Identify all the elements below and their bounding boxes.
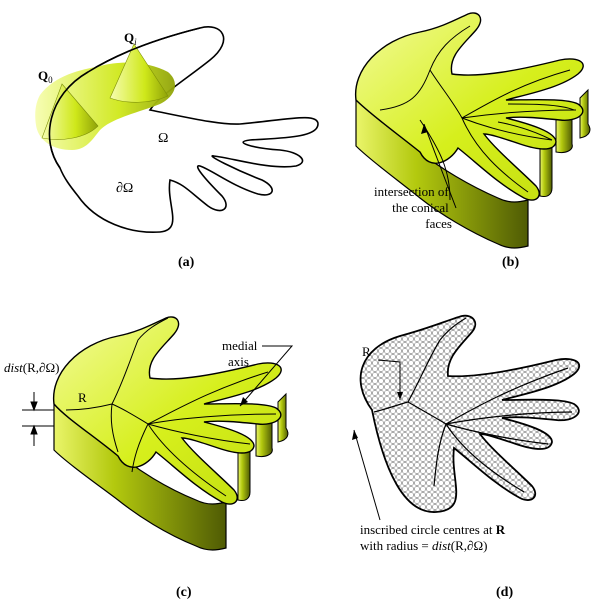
medial-label-c: medial axis	[222, 338, 261, 369]
hand-outline-a	[48, 26, 319, 233]
cone-q0	[41, 83, 99, 140]
caption-c: (c)	[176, 585, 192, 600]
r-leader-d	[377, 359, 401, 400]
boundary-over-surface	[48, 27, 201, 169]
top-face-b	[354, 12, 584, 201]
annotation-d-line2: with radius = dist(R,∂Ω)	[360, 538, 487, 553]
panel-a: Qi Q0 Ω ∂Ω (a)	[35, 26, 319, 270]
caption-d: (d)	[496, 585, 513, 600]
point-r-d: R	[362, 344, 371, 359]
panel-d: R inscribed circle centres at R with rad…	[352, 314, 580, 600]
hand-mesh-d	[359, 314, 580, 513]
medial-axis-c	[65, 317, 277, 497]
label-omega: Ω	[158, 131, 168, 146]
medial-axis-d	[373, 317, 573, 493]
top-face-c	[52, 316, 282, 505]
conical-intersections-b	[379, 25, 577, 201]
dist-label-c: dist(R,∂Ω)	[4, 360, 59, 375]
panel-b: intersection of the conical faces (b)	[354, 12, 591, 270]
annotation-d-line1: inscribed circle centres at R	[360, 522, 506, 537]
caption-b: (b)	[502, 255, 519, 270]
annotation-arrow-d	[353, 429, 381, 521]
annotation-b: intersection of the conical faces	[374, 184, 452, 231]
label-q0: Q0	[38, 68, 53, 85]
cone-qi	[109, 43, 169, 103]
annotation-arrow-b	[423, 123, 457, 209]
point-r-c: R	[78, 390, 87, 405]
medial-leader-c	[239, 345, 294, 407]
dist-dimension-c	[22, 392, 54, 446]
label-qi: Qi	[124, 30, 137, 47]
label-boundary: ∂Ω	[116, 181, 133, 196]
panel-c: dist(R,∂Ω) R medial axis (c)	[4, 316, 294, 600]
caption-a: (a)	[178, 255, 195, 270]
